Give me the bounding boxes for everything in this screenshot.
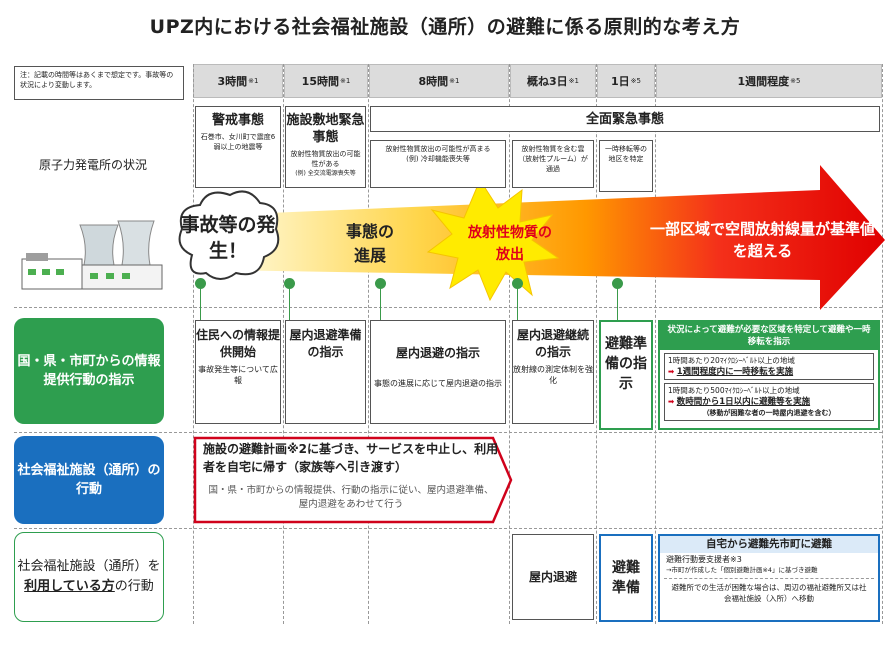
- grid-line: [509, 64, 510, 624]
- gov-shelter: 屋内退避の指示 事態の進展に応じて屋内退避の指示: [370, 320, 506, 424]
- facility-action-arrow: [193, 436, 513, 524]
- connector: [380, 282, 381, 322]
- gov-shelter-prep: 屋内退避準備の指示: [285, 320, 366, 424]
- row-label-plant: 原子力発電所の状況: [38, 158, 147, 172]
- grid-line: [596, 64, 597, 624]
- facility-action-sub: 国・県・市町からの情報提供、行動の指示に従い、屋内退避準備、屋内退避をあわせて行…: [208, 485, 494, 510]
- timeline-dot: [375, 278, 386, 289]
- gov-evacuation-prep: 避難準備の指示: [599, 320, 653, 430]
- state-site-emergency: 施設敷地緊急事態 放射性物質放出の可能性がある (例) 全交流電源喪失等: [285, 106, 366, 188]
- state-general-c: 一時移転等の地区を特定: [599, 140, 653, 192]
- gov-relocation: 状況によって避難が必要な区域を特定して避難や一時移転を指示 1時間あたり20ﾏｲ…: [658, 320, 880, 430]
- state-general-a: 放射性物質放出の可能性が高まる (例) 冷却機能喪失等: [370, 140, 506, 188]
- arrow-exceed-label: 一部区域で空間放射線量が基準値を超える: [650, 220, 876, 260]
- timeline-dot: [195, 278, 206, 289]
- state-alert: 警戒事態 石巻市、女川町で震度6弱以上の地震等: [195, 106, 281, 188]
- timeline-dot: [284, 278, 295, 289]
- grid-line: [14, 307, 882, 308]
- progress-arrow: [220, 165, 885, 310]
- connector: [289, 282, 290, 322]
- row-label-user: 社会福祉施設（通所）を 利用している方の行動: [14, 532, 164, 622]
- facility-action-main: 施設の避難計画※2に基づき、サービスを中止し、利用者を自宅に帰す（家族等へ引き渡…: [203, 442, 499, 474]
- note-box: 注：記載の時間等はあくまで想定です。事故等の状況により変動します。: [14, 66, 184, 100]
- timeline-dot: [512, 278, 523, 289]
- grid-line: [283, 64, 284, 624]
- user-evacuation-prep: 避難準備: [599, 534, 653, 622]
- time-header-6: 1週間程度※5: [656, 64, 882, 98]
- user-evacuation: 自宅から避難先市町に避難 避難行動要支援者※3 →市町が作成した「個別避難計画※…: [658, 534, 880, 622]
- time-header-4: 概ね3日※1: [510, 64, 596, 98]
- connector: [517, 282, 518, 322]
- gov-info-start: 住民への情報提供開始 事故発生等について広報: [195, 320, 281, 424]
- state-general-b: 放射性物質を含む雲（放射性プルーム）が通過: [512, 140, 594, 188]
- gov-shelter-continue: 屋内退避継続の指示 放射線の測定体制を強化: [512, 320, 594, 424]
- time-header-2: 15時間※1: [284, 64, 368, 98]
- grid-line: [14, 432, 882, 433]
- connector: [617, 282, 618, 322]
- grid-line: [14, 528, 882, 529]
- relocation-rule-2: 1時間あたり500ﾏｲｸﾛｼｰﾍﾞﾙﾄ以上の地域 ➡ 数時間から1日以内に避難等…: [664, 383, 874, 421]
- connector: [200, 282, 201, 322]
- state-general-emergency: 全面緊急事態: [370, 106, 880, 132]
- grid-line: [368, 64, 369, 624]
- grid-line: [193, 64, 194, 624]
- time-header-1: 3時間※1: [193, 64, 283, 98]
- grid-line: [882, 64, 883, 624]
- arrow-release-label: 放射性物質の放出: [468, 225, 552, 263]
- user-shelter: 屋内退避: [512, 534, 594, 620]
- arrow-progress-label: 事態の進展: [345, 222, 394, 265]
- page-title: UPZ内における社会福祉施設（通所）の避難に係る原則的な考え方: [149, 16, 741, 38]
- row-label-facility: 社会福祉施設（通所）の行動: [14, 436, 164, 524]
- relocation-rule-1: 1時間あたり20ﾏｲｸﾛｼｰﾍﾞﾙﾄ以上の地域 ➡ 1週間程度内に一時移転を実施: [664, 353, 874, 380]
- grid-line: [655, 64, 656, 624]
- time-header-5: 1日※5: [597, 64, 655, 98]
- arrow-occur-label: 事故等の発生！: [180, 214, 276, 262]
- accident-cloud: [178, 190, 280, 280]
- timeline-dot: [612, 278, 623, 289]
- power-plant-icon: [21, 220, 163, 290]
- time-header-3: 8時間※1: [369, 64, 509, 98]
- row-label-government: 国・県・市町からの情報提供行動の指示: [14, 318, 164, 424]
